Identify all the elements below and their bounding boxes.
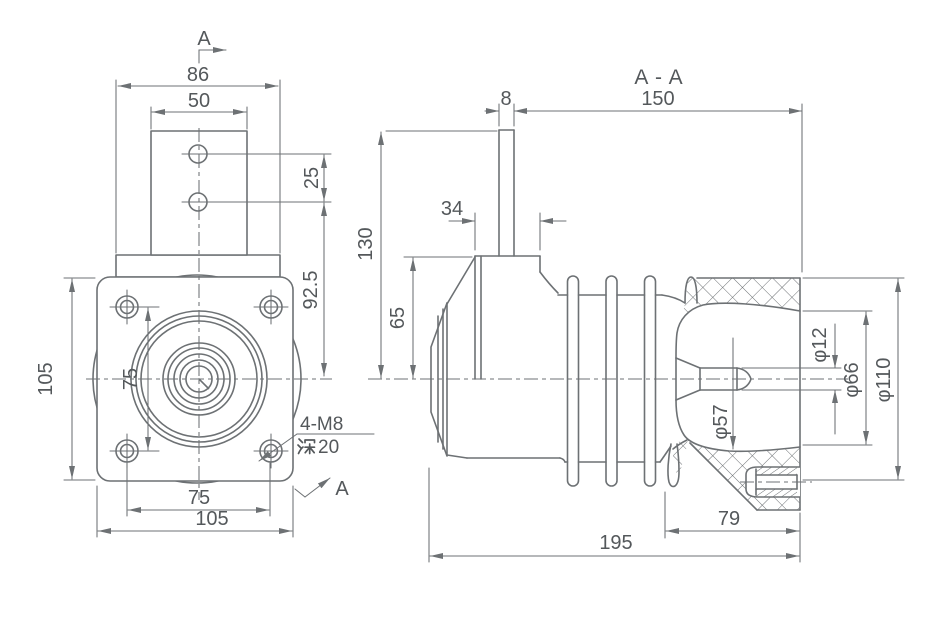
- dim-75-bottom: 75: [188, 487, 210, 509]
- dim-105-bottom: 105: [195, 508, 228, 530]
- section-letter-top: A: [197, 28, 211, 50]
- terminal-base-band: [115, 254, 281, 278]
- front-view: A 86 50 25 92.5 105 75 75 105 4-M8 20 A: [35, 28, 375, 538]
- section-title: A - A: [634, 66, 683, 89]
- dim-130: 130: [355, 227, 377, 260]
- section-dimensions: A - A 8 150 34 130 65 φ12 φ66 φ110 φ57 7…: [355, 66, 905, 563]
- section-cut-marker-top: [198, 47, 227, 64]
- dim-phi57: φ57: [710, 404, 732, 439]
- dim-phi110: φ110: [873, 358, 895, 403]
- dim-65: 65: [387, 307, 409, 329]
- threaded-insert: [740, 466, 812, 498]
- thread-note: 4-M8: [300, 414, 343, 435]
- dim-phi12: φ12: [809, 327, 831, 362]
- thread-depth-value: 20: [318, 437, 339, 458]
- section-cut-marker-bottom: [294, 477, 331, 498]
- dim-phi66: φ66: [841, 362, 863, 397]
- dim-92-5: 92.5: [300, 271, 322, 310]
- dim-50: 50: [188, 90, 210, 112]
- dim-105-left: 105: [35, 362, 57, 395]
- front-centerlines: [86, 128, 332, 500]
- dim-86: 86: [187, 64, 209, 86]
- dim-75-left: 75: [120, 368, 142, 390]
- dim-8: 8: [500, 88, 511, 110]
- dim-79: 79: [718, 508, 740, 530]
- section-view: A - A 8 150 34 130 65 φ12 φ66 φ110 φ57 7…: [355, 66, 905, 563]
- section-letter-bottom: A: [335, 478, 349, 500]
- flange-bolt-holes: [109, 289, 289, 469]
- shen-character-glyph: [297, 438, 316, 455]
- front-dimensions: A 86 50 25 92.5 105 75 75 105 4-M8 20 A: [35, 28, 375, 538]
- dim-150: 150: [641, 88, 674, 110]
- dim-25: 25: [301, 167, 323, 189]
- dim-34: 34: [441, 198, 463, 220]
- dim-195: 195: [599, 532, 632, 554]
